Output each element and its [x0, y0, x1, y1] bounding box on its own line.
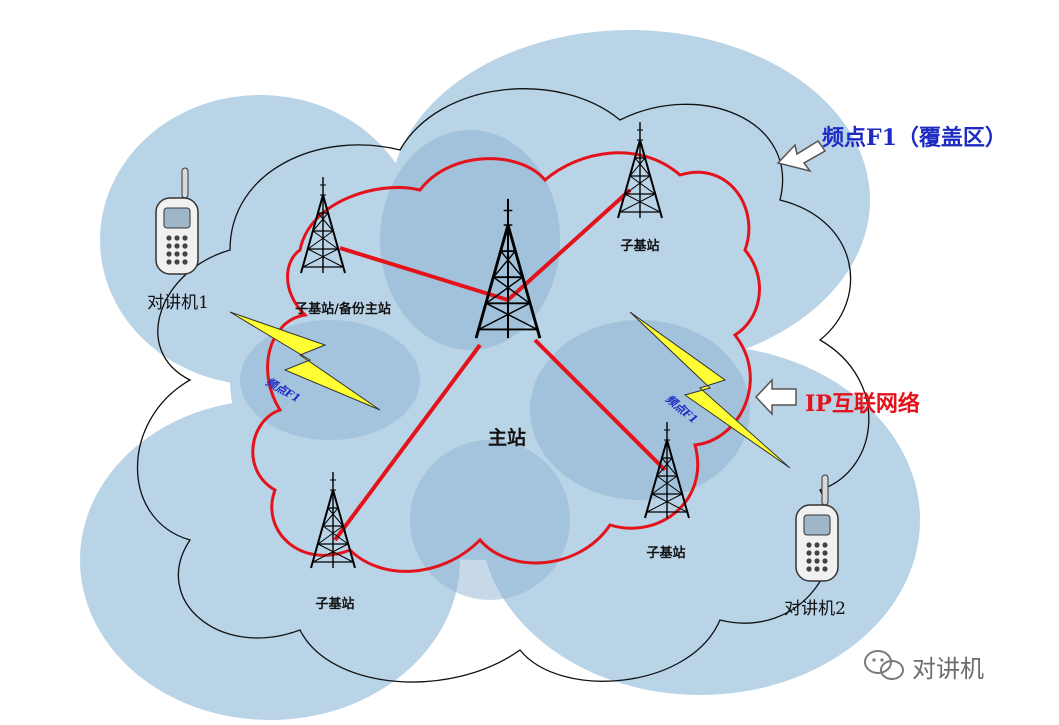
backup-station-label: 子基站/备份主站 [295, 301, 391, 317]
coverage-label: 频点F1（覆盖区） [822, 125, 1007, 151]
sub-station-bottom-right-label: 子基站 [646, 545, 685, 561]
coverage-area [80, 30, 920, 720]
lightning-bolt-right-icon [629, 311, 791, 469]
master-station-label: 主站 [488, 426, 526, 449]
sub-station-top-right-label: 子基站 [620, 238, 659, 254]
wechat-icon [864, 650, 904, 680]
radio-2-label: 对讲机2 [784, 599, 846, 619]
lightning-bolt-left-icon [229, 311, 381, 411]
coverage-outline [136, 88, 870, 683]
sub-station-bottom-left-label: 子基站 [315, 596, 354, 612]
ip-network-label: IP互联网络 [805, 391, 920, 417]
coverage-arrow-icon [776, 139, 827, 173]
watermark-label: 对讲机 [912, 655, 984, 683]
ip-network-arrow-icon [754, 378, 797, 416]
radio-1-label: 对讲机1 [147, 293, 209, 313]
ip-network-cloud [251, 151, 761, 573]
ip-links [333, 188, 667, 542]
